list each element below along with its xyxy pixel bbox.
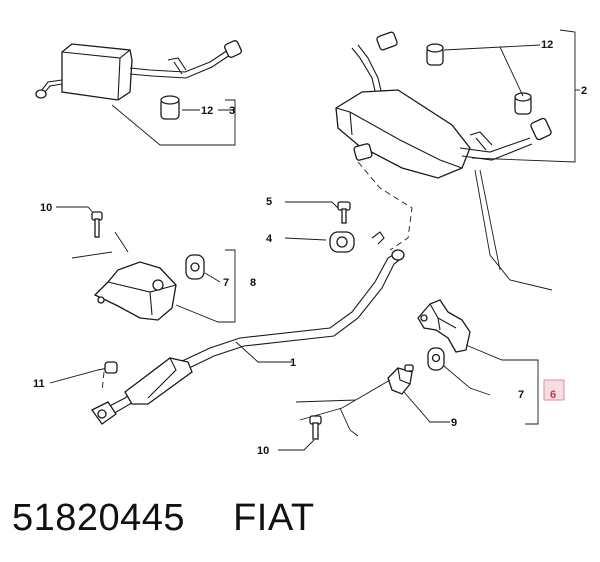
callout-1: 1	[290, 357, 296, 369]
rear-silencer-assembly: 12 2	[335, 29, 587, 291]
callout-11: 11	[33, 378, 45, 390]
callout-5: 5	[266, 196, 272, 208]
caption: 51820445 FIAT	[12, 490, 592, 546]
bolt-5: 5	[266, 196, 351, 224]
rubber-mount-4: 4	[266, 231, 355, 253]
nut-11: 11	[33, 361, 118, 393]
callout-9: 9	[451, 417, 457, 429]
bolt-10-lower: 10	[257, 415, 322, 457]
callout-12-top-left: 12	[201, 105, 213, 117]
bolt-10-upper: 10	[40, 202, 103, 238]
highlight-box-6	[543, 379, 565, 401]
front-silencer-inset: 12 3	[35, 40, 242, 146]
callout-4: 4	[266, 233, 273, 245]
callout-10-upper: 10	[40, 202, 52, 214]
bracket-assembly-8: 7 8	[71, 231, 256, 323]
exploded-parts-diagram: 12 3 12 2 10	[33, 29, 587, 457]
part-number: 51820445	[12, 496, 186, 539]
brand-name: FIAT	[233, 496, 315, 539]
callout-8: 8	[250, 277, 256, 289]
callout-12-top-right: 12	[541, 39, 553, 51]
callout-6: 6	[550, 389, 556, 401]
callout-7-right: 7	[518, 389, 524, 401]
intermediate-pipe-1: 1	[91, 231, 405, 425]
callout-7-left: 7	[223, 277, 229, 289]
callout-10-lower: 10	[257, 445, 269, 457]
callout-3: 3	[229, 105, 235, 117]
callout-2: 2	[581, 85, 587, 97]
hanger-bracket-6: 7 6	[417, 299, 565, 425]
clamp-9: 9	[295, 364, 457, 437]
